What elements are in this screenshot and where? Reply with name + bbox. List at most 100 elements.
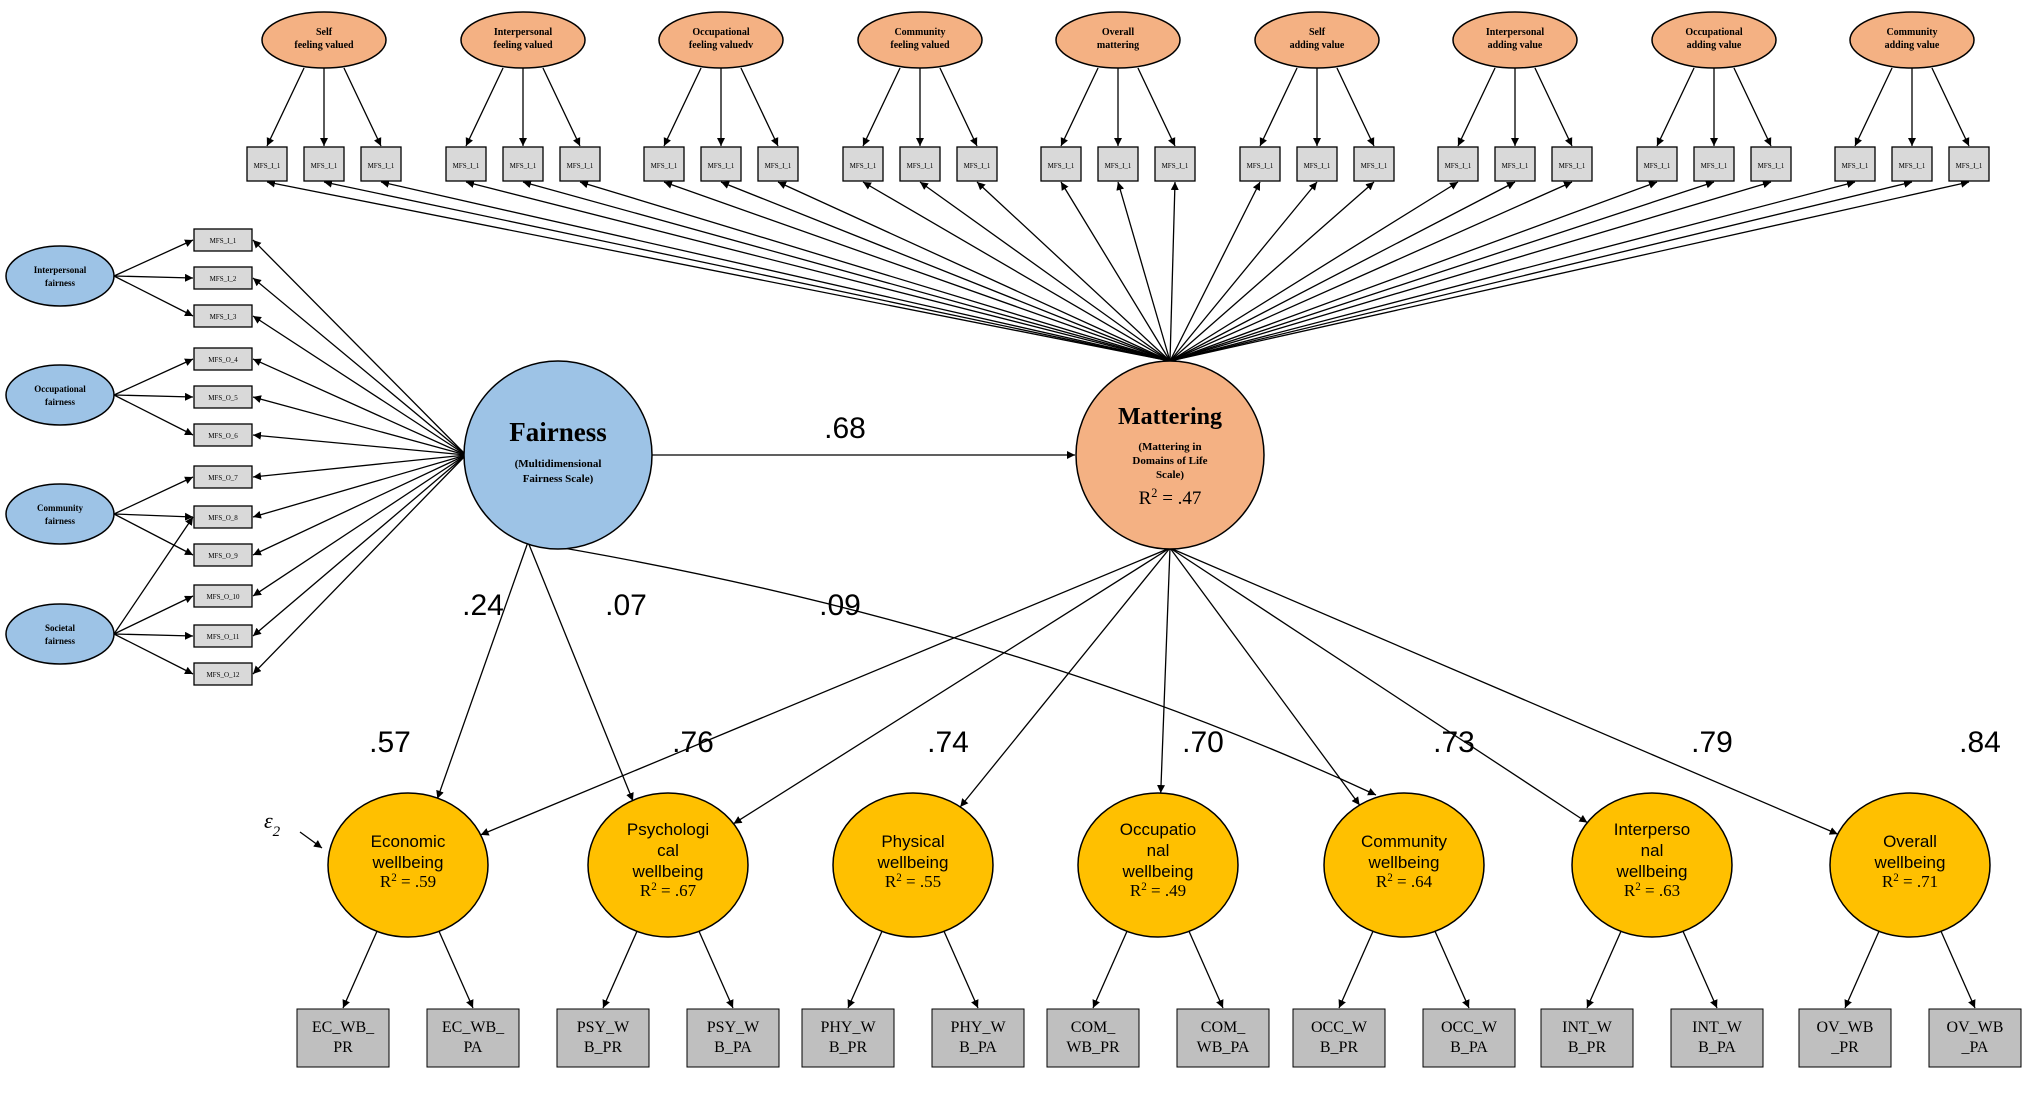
wellbeing-indicator-box bbox=[1422, 1008, 1516, 1068]
mattering-loading-arrow bbox=[1259, 67, 1298, 147]
mattering-loading-arrow bbox=[663, 67, 702, 147]
fairness-indicator-label: MFS_I_3 bbox=[210, 313, 237, 321]
mattering-factor-name: Occupational bbox=[692, 27, 749, 38]
fairness-to-indicator-arrow bbox=[252, 358, 467, 456]
mattering-factor-ellipse bbox=[261, 11, 387, 69]
wellbeing-indicator-label: B_PA bbox=[714, 1039, 752, 1056]
mattering-to-indicator-arrow bbox=[1169, 179, 1913, 362]
mattering-loading-arrow bbox=[1137, 67, 1176, 147]
wellbeing-loading-arrow bbox=[1338, 928, 1375, 1009]
wellbeing-r2: R2 = .49 bbox=[1130, 881, 1186, 900]
fairness-indicator-label: MFS_O_10 bbox=[206, 593, 240, 601]
mattering-indicator-label: MFS_I_1 bbox=[1644, 162, 1671, 170]
wellbeing-indicator-label: B_PR bbox=[1320, 1039, 1359, 1056]
fairness-to-indicator-arrow bbox=[252, 454, 467, 556]
fairness-to-mattering-coefficient: .68 bbox=[824, 412, 866, 445]
mattering-indicator-box bbox=[1693, 146, 1735, 182]
wellbeing-indicator-box bbox=[1928, 1008, 2022, 1068]
fairness-to-psychological-arrow bbox=[527, 541, 634, 802]
wellbeing-name: Economic bbox=[371, 832, 446, 851]
fairness-indicator-box bbox=[193, 304, 253, 328]
wellbeing-loading-arrow bbox=[437, 928, 474, 1009]
mattering-indicator-label: MFS_I_1 bbox=[1445, 162, 1472, 170]
fairness-indicator-box bbox=[193, 624, 253, 648]
mattering-factor-name: feeling valuedv bbox=[689, 40, 753, 51]
mattering-to-indicator-arrow bbox=[579, 180, 1171, 362]
wellbeing-indicator-box bbox=[426, 1008, 520, 1068]
mattering-factor-name: Community bbox=[1886, 27, 1937, 38]
wellbeing-name: wellbeing bbox=[1122, 862, 1194, 881]
mattering-loading-arrow bbox=[266, 67, 305, 147]
mattering-r2: R2 = .47 bbox=[1139, 486, 1202, 509]
mattering-to-indicator-arrow bbox=[323, 179, 1171, 362]
fairness-loading-arrow bbox=[113, 595, 194, 635]
wellbeing-r2: R2 = .55 bbox=[885, 872, 941, 891]
fairness-to-indicator-arrow bbox=[252, 454, 467, 519]
wellbeing-path-coefficient: .76 bbox=[672, 726, 714, 759]
mattering-indicator-box bbox=[1239, 146, 1281, 182]
wellbeing-ellipse bbox=[1571, 792, 1733, 938]
error-term-arrow bbox=[299, 831, 323, 849]
wellbeing-indicator-label: OV_WB bbox=[1817, 1019, 1874, 1036]
mattering-factor-name: Community bbox=[894, 27, 945, 38]
wellbeing-indicator-label: PSY_W bbox=[707, 1019, 760, 1036]
mattering-to-wellbeing-arrow bbox=[733, 547, 1171, 825]
mattering-subtitle: Scale) bbox=[1156, 469, 1184, 481]
wellbeing-indicator-box bbox=[1046, 1008, 1140, 1068]
mattering-indicator-box bbox=[360, 146, 402, 182]
wellbeing-r2: R2 = .64 bbox=[1376, 872, 1433, 891]
mattering-to-indicator-arrow bbox=[1116, 181, 1171, 362]
fairness-to-community-arrow bbox=[527, 541, 1377, 796]
mattering-factor-name: Self bbox=[316, 27, 333, 38]
mattering-factor-name: Occupational bbox=[1685, 27, 1742, 38]
fairness-factor-name: fairness bbox=[45, 397, 75, 407]
fairness-loading-arrow bbox=[113, 239, 194, 277]
fairness-indicator-box bbox=[193, 465, 253, 489]
fairness-indicator-label: MFS_I_2 bbox=[210, 275, 237, 283]
mattering-to-wellbeing-arrow bbox=[1169, 547, 1838, 835]
fairness-to-psychological-coefficient: .07 bbox=[605, 589, 647, 622]
mattering-factor-name: feeling valued bbox=[493, 40, 553, 51]
mattering-indicator-box bbox=[445, 146, 487, 182]
mattering-indicator-label: MFS_I_1 bbox=[1105, 162, 1132, 170]
mattering-indicator-box bbox=[246, 146, 288, 182]
mattering-indicator-label: MFS_I_1 bbox=[1502, 162, 1529, 170]
mattering-loading-arrow bbox=[1854, 67, 1893, 147]
fairness-to-economic-coefficient: .24 bbox=[462, 589, 504, 622]
mattering-to-indicator-arrow bbox=[777, 181, 1171, 362]
mattering-factor-ellipse bbox=[1452, 11, 1578, 69]
mattering-factor-name: adding value bbox=[1488, 40, 1543, 51]
wellbeing-loading-arrow bbox=[1433, 928, 1470, 1009]
wellbeing-loading-arrow bbox=[1092, 928, 1129, 1009]
mattering-indicator-label: MFS_I_1 bbox=[1758, 162, 1785, 170]
wellbeing-loading-arrow bbox=[602, 928, 639, 1009]
fairness-indicator-box bbox=[193, 423, 253, 447]
fairness-factor-name: fairness bbox=[45, 516, 75, 526]
wellbeing-indicator-label: PHY_W bbox=[820, 1019, 876, 1036]
mattering-loading-arrow bbox=[862, 67, 901, 147]
wellbeing-ellipse bbox=[1077, 792, 1239, 938]
mattering-indicator-label: MFS_I_1 bbox=[708, 162, 735, 170]
mattering-to-indicator-arrow bbox=[1169, 180, 1715, 362]
wellbeing-path-coefficient: .57 bbox=[369, 726, 411, 759]
mattering-indicator-label: MFS_I_1 bbox=[907, 162, 934, 170]
mattering-to-indicator-arrow bbox=[266, 179, 1171, 362]
mattering-indicator-label: MFS_I_1 bbox=[453, 162, 480, 170]
wellbeing-path-coefficient: .84 bbox=[1959, 726, 2001, 759]
mattering-to-wellbeing-arrow bbox=[959, 547, 1171, 808]
mattering-indicator-box bbox=[559, 146, 601, 182]
mattering-factor-ellipse bbox=[1651, 11, 1777, 69]
mattering-indicator-box bbox=[1750, 146, 1792, 182]
mattering-loading-arrow bbox=[1733, 67, 1772, 147]
mattering-to-indicator-arrow bbox=[1169, 180, 1772, 362]
mattering-factor-ellipse bbox=[460, 11, 586, 69]
wellbeing-name: wellbeing bbox=[1616, 862, 1688, 881]
mattering-indicator-label: MFS_I_1 bbox=[1361, 162, 1388, 170]
mattering-indicator-box bbox=[1040, 146, 1082, 182]
mattering-indicator-label: MFS_I_1 bbox=[567, 162, 594, 170]
fairness-indicator-label: MFS_O_11 bbox=[207, 633, 240, 641]
mattering-indicator-box bbox=[1296, 146, 1338, 182]
wellbeing-indicator-label: OCC_W bbox=[1441, 1019, 1498, 1036]
mattering-loading-arrow bbox=[1336, 67, 1375, 147]
